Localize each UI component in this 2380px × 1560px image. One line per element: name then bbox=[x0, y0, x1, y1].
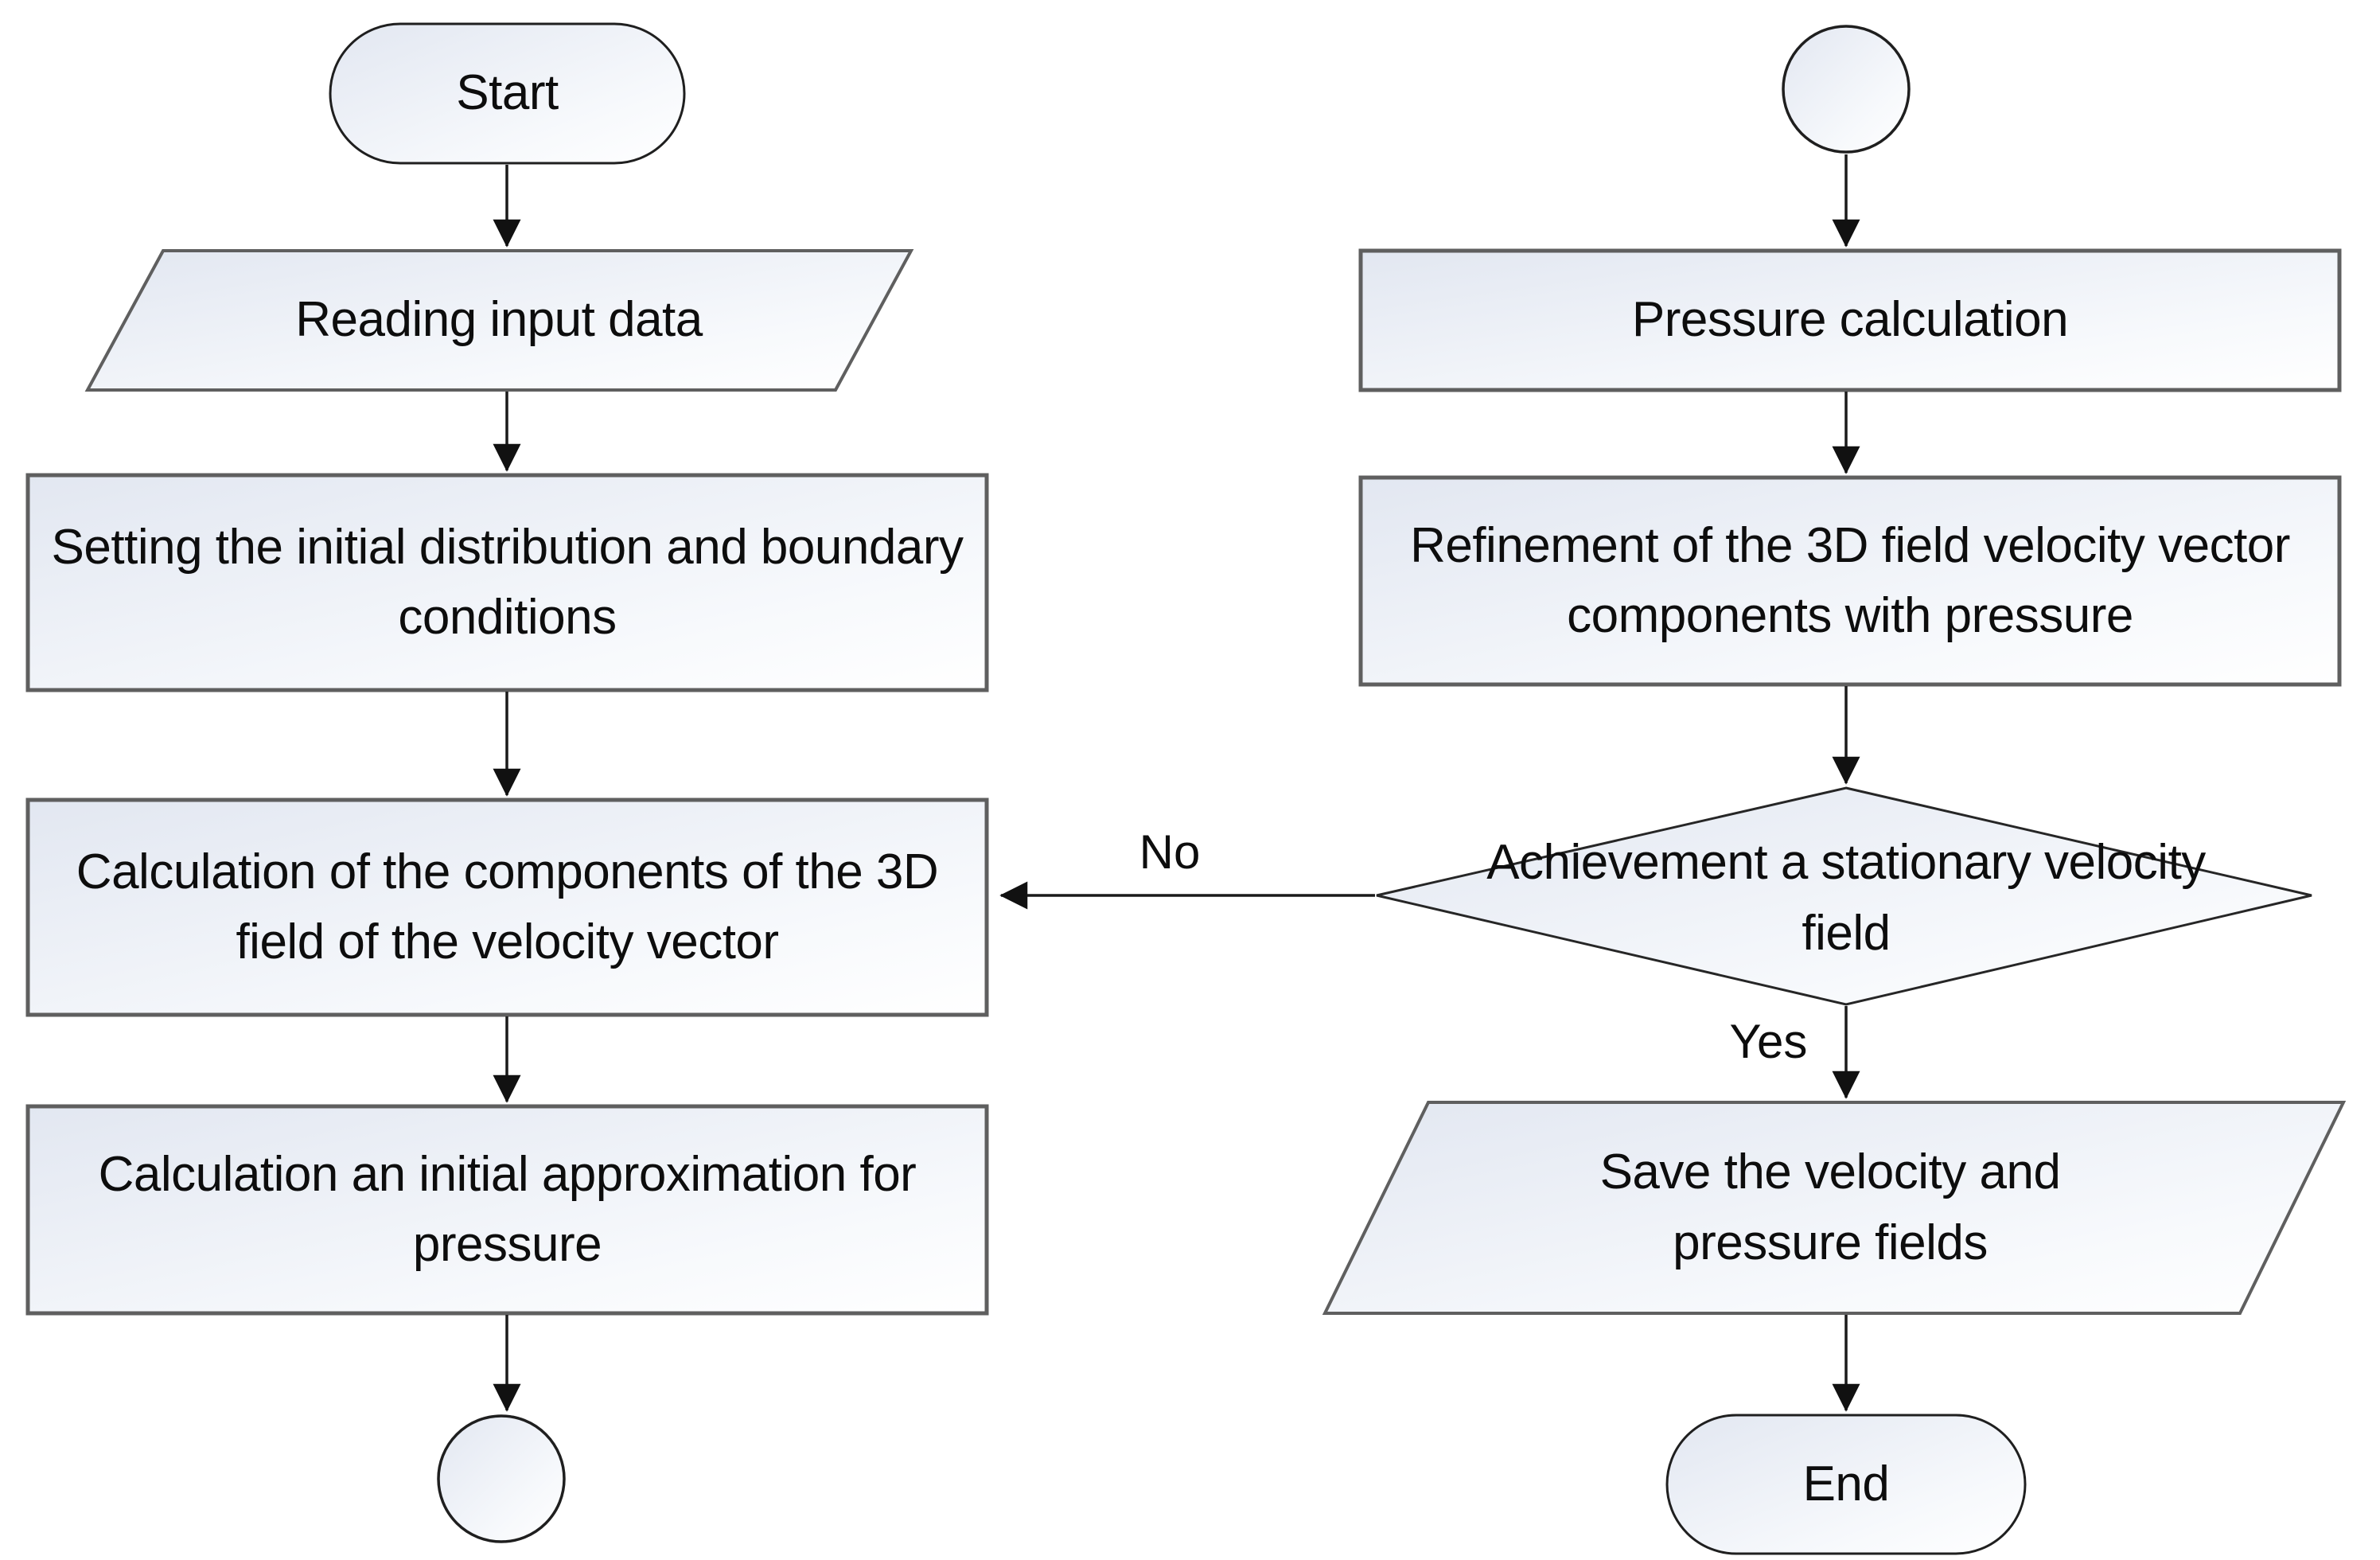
start-terminator-shape bbox=[329, 22, 686, 165]
setting-initial-process-shape bbox=[25, 473, 989, 692]
calc-velocity-components-process-shape bbox=[25, 798, 989, 1017]
calc-initial-pressure-process-shape bbox=[25, 1104, 989, 1316]
pressure-calculation-process-shape bbox=[1358, 248, 2342, 392]
refinement-process-shape bbox=[1358, 475, 2342, 687]
save-fields-parallelogram-shape bbox=[1322, 1101, 2347, 1315]
connector-left-circle-shape bbox=[437, 1414, 566, 1543]
end-terminator-shape bbox=[1665, 1414, 2027, 1555]
decision-stationary-diamond-shape bbox=[1376, 786, 2312, 1006]
connector-right-circle-shape bbox=[1782, 25, 1911, 154]
reading-input-parallelogram-shape bbox=[84, 249, 914, 392]
